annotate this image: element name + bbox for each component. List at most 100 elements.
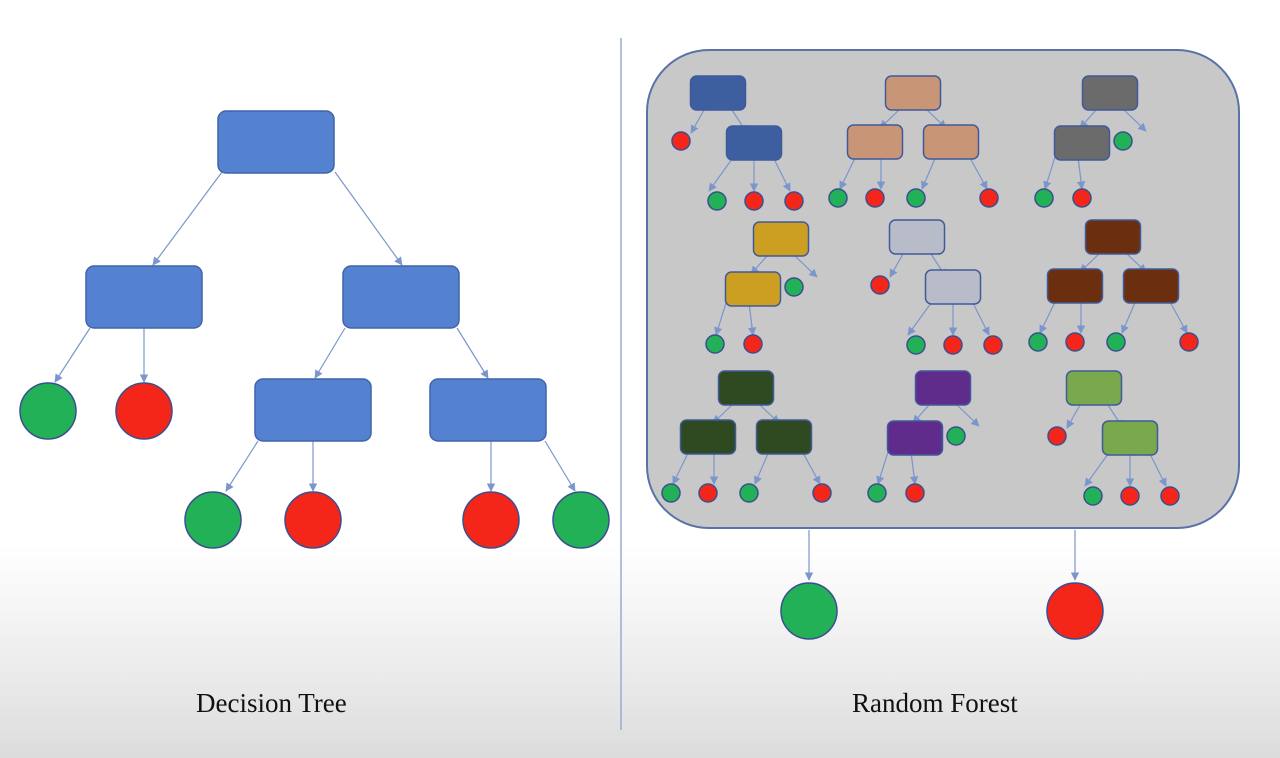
forest-leaf-red — [1160, 486, 1180, 506]
forest-node — [888, 219, 946, 255]
dt-node — [85, 265, 203, 329]
forest-leaf-red — [1072, 188, 1092, 208]
forest-node — [1084, 219, 1142, 255]
forest-node — [724, 271, 782, 307]
forest-tree — [1047, 370, 1180, 506]
forest-leaf-green — [906, 188, 926, 208]
tree-edge — [1149, 453, 1167, 487]
forest-node — [1122, 268, 1180, 304]
tree-edge — [794, 255, 818, 278]
forest-node — [755, 419, 813, 455]
forest-output-leaf-red — [1046, 582, 1104, 640]
tree-edge — [54, 327, 91, 383]
forest-leaf-green — [906, 335, 926, 355]
tree-edge — [152, 171, 223, 266]
tree-edge — [747, 302, 757, 336]
tree-edge — [456, 327, 489, 379]
tree-edge — [907, 302, 932, 336]
tree-edge — [839, 155, 857, 190]
forest-node — [717, 370, 775, 406]
forest-leaf-red — [979, 188, 999, 208]
tree-edge — [912, 404, 930, 424]
forest-node — [1081, 75, 1139, 111]
forest-leaf-green — [1028, 332, 1048, 352]
dt-leaf-red — [284, 491, 342, 549]
tree-edge — [1084, 453, 1109, 487]
tree-edge — [889, 253, 904, 278]
forest-leaf-red — [983, 335, 1003, 355]
forest-leaf-green — [1034, 188, 1054, 208]
forest-tree — [705, 221, 818, 354]
forest-leaf-red — [1065, 332, 1085, 352]
tree-edge — [544, 440, 576, 492]
decision-tree-diagram — [19, 110, 610, 549]
tree-edge — [754, 450, 770, 485]
tree-edge — [909, 451, 919, 485]
forest-node — [922, 124, 980, 160]
forest-leaf-red — [812, 483, 832, 503]
dt-node — [429, 378, 547, 442]
tree-edge — [334, 171, 403, 266]
tree-edge — [876, 451, 889, 485]
tree-edge — [1121, 299, 1137, 334]
tree-edge — [1043, 156, 1056, 190]
dt-root-node — [217, 110, 335, 174]
tree-edge — [750, 255, 768, 275]
tree-edge — [314, 327, 346, 379]
dt-leaf-green — [552, 491, 610, 549]
tree-edge — [1076, 156, 1086, 190]
forest-tree — [828, 75, 999, 208]
forest-tree — [867, 370, 980, 503]
forest-leaf-red — [905, 483, 925, 503]
tree-edge — [708, 158, 733, 192]
forest-node — [1046, 268, 1104, 304]
forest-leaf-green — [867, 483, 887, 503]
forest-leaf-green — [946, 426, 966, 446]
tree-edge — [1123, 109, 1147, 132]
tree-edge — [801, 450, 821, 485]
forest-leaf-red — [743, 334, 763, 354]
forest-leaf-green — [705, 334, 725, 354]
forest-leaf-red — [870, 275, 890, 295]
tree-edge — [1039, 299, 1057, 334]
forest-node — [914, 370, 972, 406]
forest-tree — [671, 75, 804, 211]
forest-leaf-red — [943, 335, 963, 355]
tree-edge — [714, 302, 727, 336]
forest-node — [679, 419, 737, 455]
forest-node — [689, 75, 747, 111]
forest-tree — [1028, 219, 1199, 352]
forest-node — [1053, 125, 1111, 161]
forest-tree — [870, 219, 1003, 355]
forest-leaf-red — [784, 191, 804, 211]
forest-tree — [1034, 75, 1147, 208]
forest-leaf-red — [1047, 426, 1067, 446]
dt-leaf-red — [462, 491, 520, 549]
forest-leaf-red — [698, 483, 718, 503]
tree-edge — [690, 109, 705, 134]
tree-edge — [1079, 109, 1097, 129]
forest-leaf-green — [1113, 131, 1133, 151]
forest-node — [846, 124, 904, 160]
forest-node — [1065, 370, 1123, 406]
forest-leaf-green — [828, 188, 848, 208]
forest-leaf-green — [739, 483, 759, 503]
forest-leaf-red — [671, 131, 691, 151]
forest-node — [1101, 420, 1159, 456]
tree-edge — [1066, 404, 1081, 429]
tree-edge — [672, 450, 690, 485]
random-forest-diagram — [646, 49, 1240, 640]
tree-edge — [773, 158, 791, 192]
decision-tree-caption: Decision Tree — [196, 688, 347, 718]
dt-leaf-green — [19, 382, 77, 440]
dt-leaf-green — [184, 491, 242, 549]
forest-leaf-red — [744, 191, 764, 211]
forest-node — [725, 125, 783, 161]
tree-edge — [968, 155, 988, 190]
forest-leaf-red — [1120, 486, 1140, 506]
forest-leaf-green — [1083, 486, 1103, 506]
forest-leaf-green — [661, 483, 681, 503]
tree-edge — [921, 155, 937, 190]
random-forest-caption: Random Forest — [852, 688, 1018, 718]
